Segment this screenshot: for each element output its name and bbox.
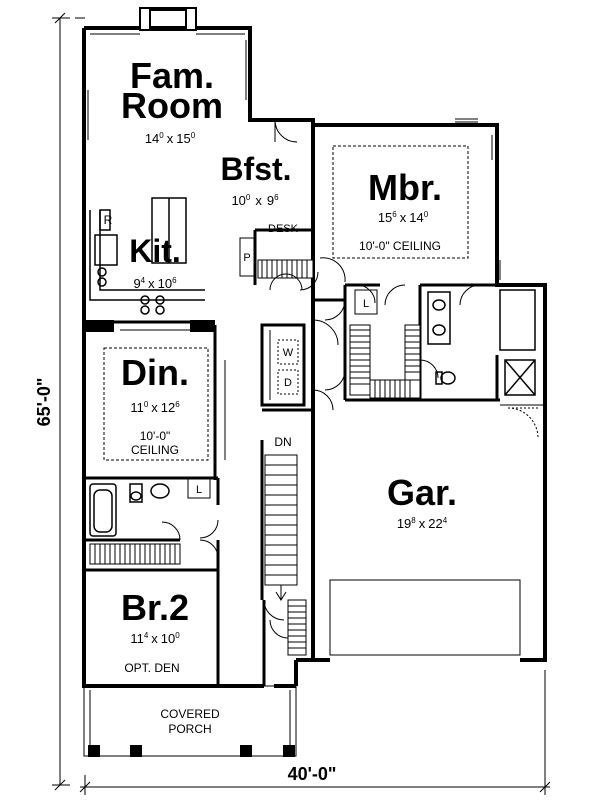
fam-room-label-2: Room (121, 85, 223, 126)
kit-x: x (148, 276, 155, 291)
fireplace (139, 7, 197, 31)
bfst-l: 9 (267, 193, 274, 208)
bfst-label: Bfst. (220, 151, 291, 187)
gar-l: 22 (428, 516, 442, 531)
kit-w: 9 (133, 276, 140, 291)
linen-top-label: L (363, 298, 369, 310)
master-ceiling-outline (332, 145, 469, 259)
gar-w-in: 8 (411, 516, 416, 525)
laundry (269, 330, 299, 400)
din-ceiling-note-2: CEILING (131, 443, 179, 457)
br2-w: 11 (130, 631, 144, 646)
linen-top-box (354, 289, 378, 315)
mbr-x: x (400, 210, 407, 225)
garage-door (329, 579, 521, 656)
br2-l-in: 0 (175, 631, 180, 640)
bfst-x: x (255, 193, 262, 208)
fam-x: x (167, 131, 174, 146)
linen-bottom-label: L (196, 484, 202, 496)
mbr-w: 15 (378, 210, 392, 225)
linen-bottom-box (187, 477, 211, 499)
porch-columns (88, 745, 295, 757)
porch-label-2: PORCH (168, 722, 211, 736)
din-label: Din. (121, 352, 189, 393)
bfst-l-in: 6 (274, 193, 279, 202)
doors (161, 119, 540, 639)
din-l-in: 6 (175, 400, 180, 409)
mbr-label: Mbr. (368, 167, 442, 208)
washer-label: W (283, 347, 294, 359)
pantry-box (239, 237, 255, 277)
din-l: 12 (161, 400, 175, 415)
dining-ceiling-outline (103, 347, 209, 461)
bath-fixtures (89, 289, 536, 537)
pantry-label: P (243, 252, 250, 264)
mbr-l-in: 0 (424, 210, 429, 219)
fam-l: 15 (176, 131, 190, 146)
closet-shelves (89, 259, 421, 656)
br2-x: x (151, 631, 158, 646)
kit-label: Kit. (129, 233, 181, 269)
mbr-w-in: 6 (392, 210, 397, 219)
kit-w-in: 4 (141, 276, 146, 285)
din-w-in: 0 (144, 400, 149, 409)
fam-w: 14 (145, 131, 159, 146)
kitchen-counters (89, 197, 205, 315)
din-w: 11 (130, 400, 144, 415)
stairs (264, 454, 298, 601)
dryer-label: D (284, 377, 292, 389)
windows (87, 33, 501, 280)
bfst-w: 10 (231, 193, 245, 208)
br2-w-in: 4 (144, 631, 149, 640)
mbr-l: 14 (409, 210, 423, 225)
gar-x: x (419, 516, 426, 531)
fam-l-in: 0 (191, 131, 196, 140)
gar-w: 19 (397, 516, 411, 531)
depth-dimension: 65'-0" (34, 378, 54, 427)
br2-l: 10 (161, 631, 175, 646)
porch-label-1: COVERED (160, 707, 220, 721)
din-ceiling-note-1: 10'-0" (140, 429, 171, 443)
dining-corner-posts (84, 320, 215, 332)
din-x: x (151, 400, 158, 415)
dimension-lines (52, 12, 551, 795)
br2-label: Br.2 (121, 587, 189, 628)
mbr-ceiling-note: 10'-0" CEILING (359, 239, 441, 253)
gar-l-in: 4 (443, 516, 448, 525)
br2-note: OPT. DEN (124, 661, 179, 675)
gar-label: Gar. (387, 472, 457, 513)
desk-label: DESK (268, 223, 299, 235)
kit-l-in: 6 (172, 276, 177, 285)
stair-down-label: DN (274, 435, 291, 449)
kit-l: 10 (158, 276, 172, 291)
fam-room-label-1: Fam. (130, 55, 214, 96)
fridge-label: R (104, 213, 113, 227)
bfst-w-in: 0 (246, 193, 251, 202)
dining-windows (120, 329, 226, 460)
width-dimension: 40'-0" (288, 764, 337, 784)
porch (83, 685, 297, 757)
fam-w-in: 0 (159, 131, 164, 140)
